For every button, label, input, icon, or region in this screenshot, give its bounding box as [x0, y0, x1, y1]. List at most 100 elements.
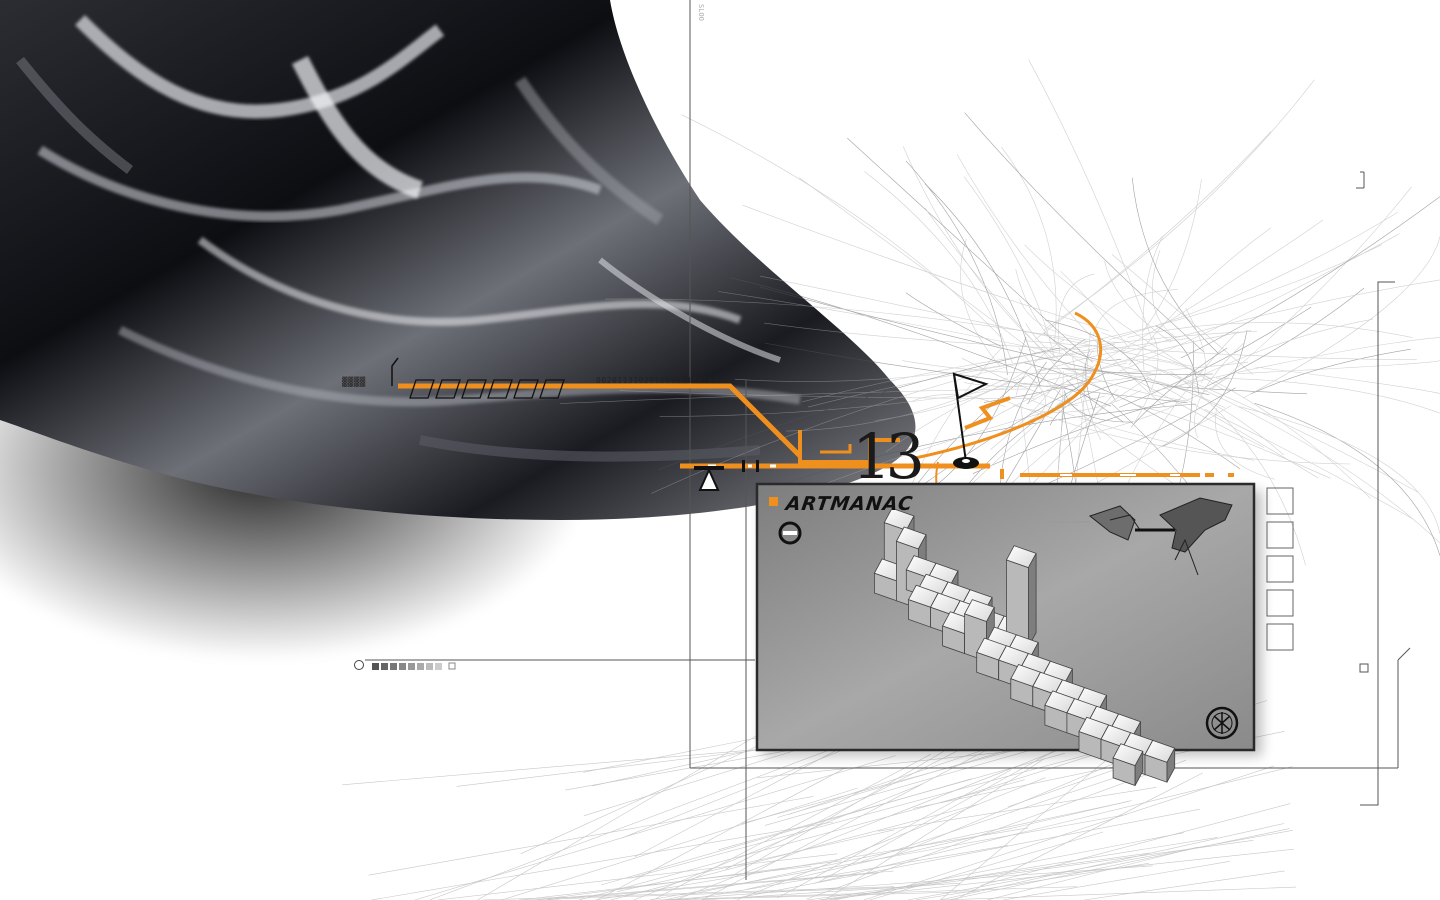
sketch-stroke — [777, 769, 1012, 899]
sketch-stroke — [987, 846, 1198, 900]
sketch-stroke — [414, 755, 896, 900]
triangle-marker-icon — [694, 466, 724, 491]
sketch-stroke — [1016, 339, 1064, 396]
sketch-stroke — [902, 146, 1057, 362]
sketch-stroke — [534, 870, 894, 900]
sketch-stroke — [1239, 406, 1440, 534]
sketch-stroke — [342, 744, 816, 786]
sketch-stroke — [594, 827, 1029, 900]
sketch-stroke — [1093, 289, 1178, 337]
sketch-stroke — [1018, 347, 1188, 493]
sketch-stroke — [1242, 236, 1440, 399]
sketch-stroke — [990, 373, 1061, 450]
orange-circuit — [398, 311, 1234, 541]
sketch-stroke — [1062, 368, 1213, 376]
sketch-stroke — [980, 803, 1291, 886]
sketch-stroke — [972, 399, 1180, 474]
sketch-stroke — [1131, 177, 1219, 354]
panel-paragraph-1 — [768, 554, 860, 624]
minus-circle-icon — [778, 521, 802, 545]
sketch-stroke — [1112, 359, 1212, 380]
sketch-stroke — [658, 347, 1060, 471]
header-hook — [391, 357, 399, 386]
sketch-stroke — [924, 207, 1063, 374]
sketch-stroke — [824, 758, 1045, 900]
sketch-stroke — [818, 840, 1254, 900]
sketch-stroke — [1001, 146, 1057, 341]
sketch-stroke — [1204, 287, 1365, 388]
sketch-stroke — [1210, 186, 1412, 391]
sketch-stroke — [803, 395, 1105, 493]
sketch-stroke — [746, 800, 1132, 890]
gradient-strip — [354, 660, 456, 670]
sketch-stroke — [1002, 861, 1230, 900]
sketch-stroke — [960, 238, 1001, 367]
sketch-stroke — [734, 343, 1116, 382]
sketch-stroke — [1215, 407, 1275, 480]
sketch-stroke — [596, 769, 843, 900]
sketch-stroke — [1176, 318, 1373, 389]
sketch-stroke — [718, 753, 1065, 851]
sketch-stroke — [1021, 395, 1255, 461]
sketch-stroke — [667, 891, 980, 900]
sketch-stroke — [1034, 131, 1272, 340]
sketch-stroke — [1130, 335, 1159, 429]
sketch-stroke — [864, 171, 1013, 364]
sketch-stroke — [1142, 235, 1164, 372]
sketch-stroke — [1109, 211, 1399, 340]
sketch-stroke — [984, 330, 1252, 423]
sketch-stroke — [1027, 338, 1086, 405]
sketch-stroke — [915, 863, 1149, 900]
sketch-stroke — [1026, 219, 1324, 404]
sketch-stroke — [1137, 405, 1331, 479]
side-tag: SLOO — [697, 4, 705, 21]
emblem-icon — [1205, 706, 1239, 740]
sketch-stroke — [429, 735, 867, 900]
sketch-stroke — [764, 342, 1188, 403]
sketch-stroke — [1151, 337, 1440, 392]
sketch-stroke — [1173, 386, 1308, 395]
brand-name: ARTMANAC — [784, 493, 915, 515]
sketch-stroke — [1128, 227, 1272, 366]
sketch-stroke — [807, 852, 1150, 900]
sketch-stroke — [1015, 269, 1110, 375]
header-box-row — [409, 379, 565, 399]
sketch-stroke — [1237, 360, 1440, 374]
side-box-column — [1266, 487, 1294, 651]
sketch-stroke — [1084, 870, 1285, 900]
cube-structure — [873, 507, 1176, 787]
sketch-stroke — [1142, 179, 1202, 332]
sketch-stroke — [518, 865, 812, 900]
sketch-stroke — [1057, 273, 1095, 354]
sketch-stroke — [1170, 371, 1306, 566]
sketch-stroke — [477, 705, 808, 900]
sketch-stroke — [1028, 59, 1153, 341]
sketch-stroke — [662, 865, 1153, 900]
sketch-stroke — [1104, 261, 1172, 343]
brand-square — [769, 497, 778, 506]
sketch-stroke — [368, 796, 814, 876]
sketch-stroke — [939, 823, 1285, 900]
sketch-stroke — [1043, 79, 1315, 331]
sketch-stroke — [1111, 254, 1254, 375]
circuit-ticks — [742, 460, 1004, 479]
sketch-stroke — [1185, 307, 1206, 384]
sketch-stroke — [629, 744, 1126, 879]
cube-face — [1166, 747, 1176, 783]
satellite-craft — [1050, 497, 1233, 576]
header-code: 00201131029100100420*00.21 — [596, 376, 735, 385]
sketch-stroke — [482, 886, 895, 900]
sketch-stroke — [731, 738, 967, 877]
sketch-stroke — [1045, 319, 1151, 392]
sketch-stroke — [1119, 233, 1400, 372]
sketch-stroke — [1122, 279, 1440, 354]
sketch-stroke — [501, 787, 858, 900]
panel-paragraph-2 — [768, 627, 860, 742]
sketch-stroke — [1019, 299, 1122, 343]
sketch-stroke — [1083, 244, 1382, 343]
sketch-stroke — [736, 777, 1046, 900]
sketch-stroke — [963, 176, 1055, 358]
sketch-stroke — [1022, 362, 1241, 470]
sketch-stroke — [877, 787, 1157, 832]
